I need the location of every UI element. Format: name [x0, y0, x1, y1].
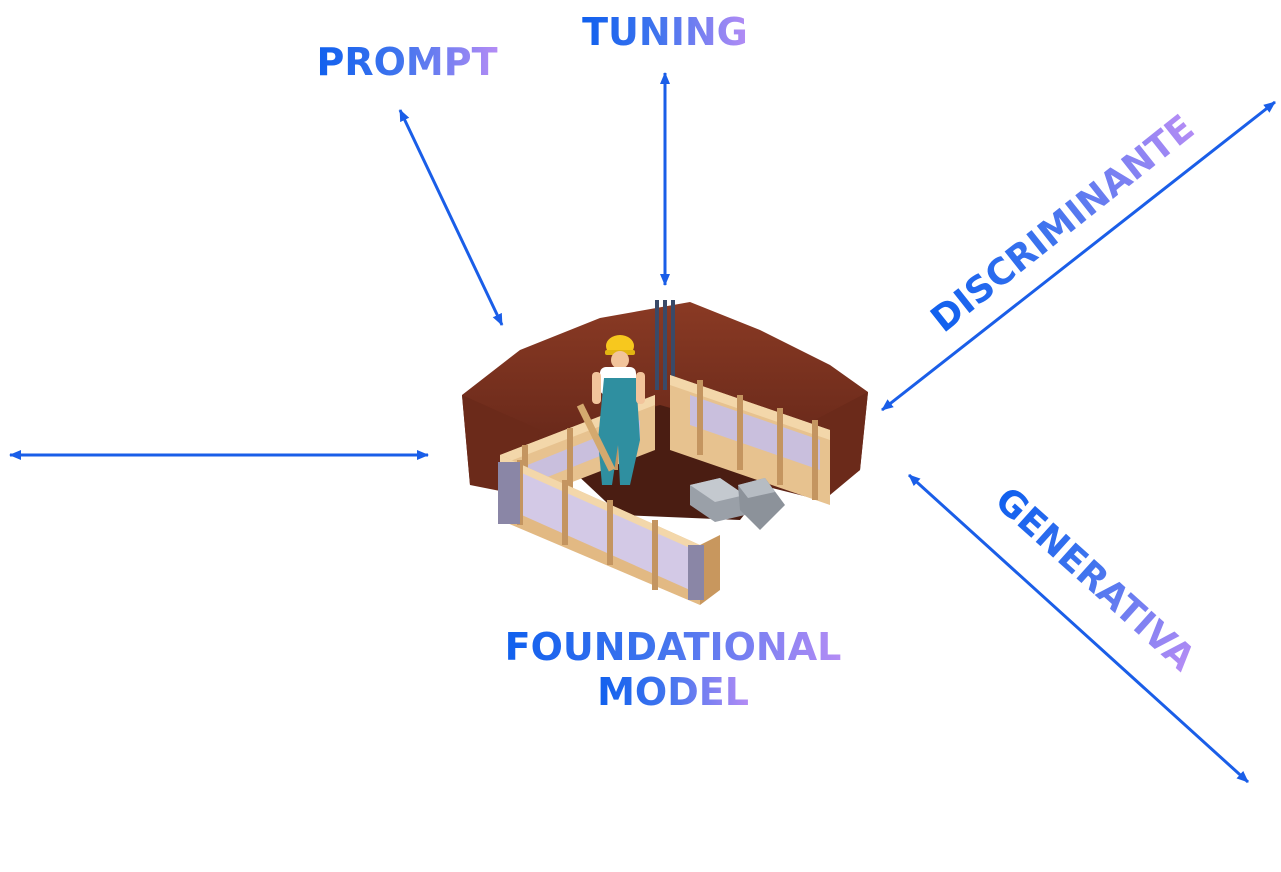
arrow-discriminante — [881, 100, 1276, 412]
label-tuning: TUNING — [582, 10, 748, 54]
arrow-prompt — [398, 109, 504, 326]
arrow-generativa — [907, 473, 1250, 784]
worker-figure — [576, 335, 645, 485]
construction-foundation-illustration — [462, 300, 868, 605]
label-discriminante: DISCRIMINANTE — [924, 107, 1202, 340]
label-generativa: GENERATIVA — [987, 480, 1202, 680]
label-prompt: PROMPT — [316, 40, 497, 84]
label-foundational-line1: FOUNDATIONAL — [505, 625, 842, 669]
label-foundational-line2: MODEL — [597, 670, 749, 714]
